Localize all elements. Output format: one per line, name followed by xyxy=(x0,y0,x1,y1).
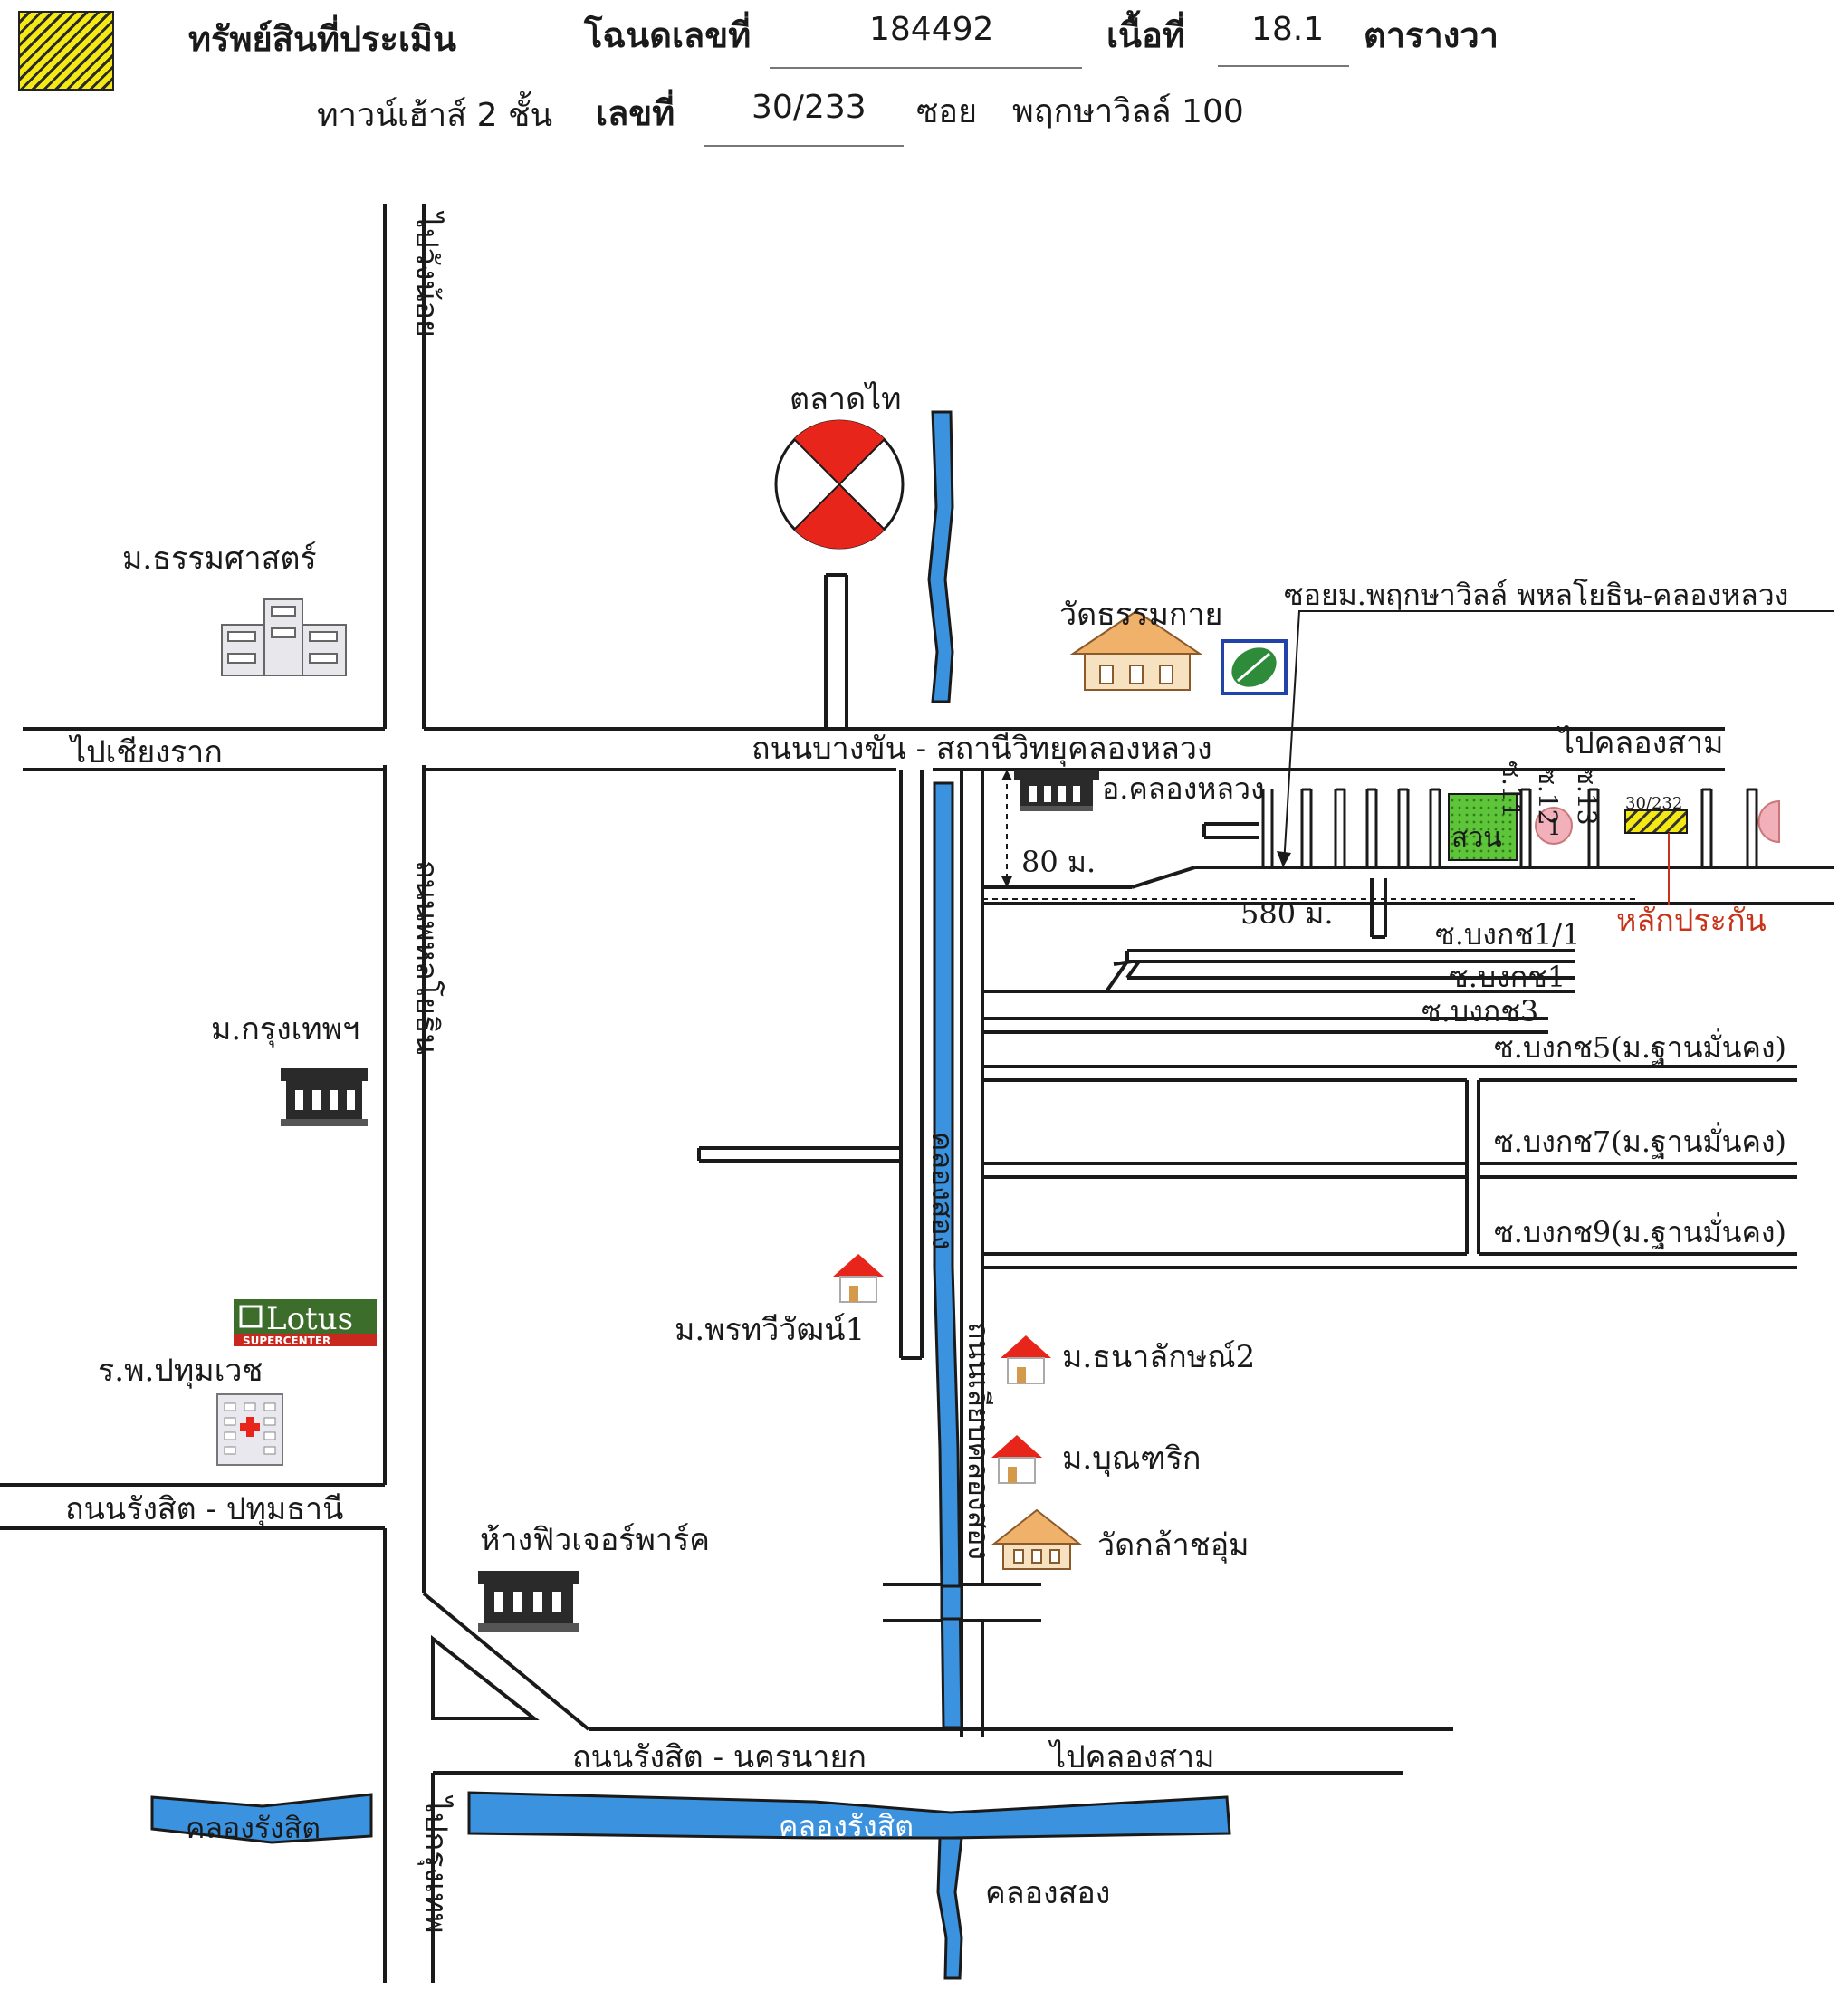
thammasat-label: ม.ธรรมศาสตร์ xyxy=(122,541,317,577)
header-deed-label: โฉนดเลขที่ xyxy=(584,15,752,55)
porntawee-label: ม.พรทวีวัฒน์1 xyxy=(675,1312,865,1348)
header-area-label: เนื้อที่ xyxy=(1106,15,1185,55)
header-deed-number: 184492 xyxy=(869,11,994,48)
hospital-label: ร.พ.ปทุมเวช xyxy=(98,1353,263,1389)
header-property-type: ทาวน์เฮ้าส์ 2 ชั้น xyxy=(317,97,553,134)
thammasat-building-icon xyxy=(221,598,347,676)
park-label: สวน xyxy=(1451,822,1502,854)
boonyarik-label: ม.บุณฑริก xyxy=(1062,1440,1201,1477)
bongkot-7-label: ซ.บงกช7(ม.ฐานมั่นคง) xyxy=(1494,1122,1786,1160)
soi-bongkot-1 xyxy=(1113,960,1133,966)
header-area-value: 18.1 xyxy=(1251,11,1325,48)
to-wang-noi-label: ไปวังน้อย xyxy=(408,210,445,338)
bongkot-5-label: ซ.บงกช5(ม.ฐานมั่นคง) xyxy=(1494,1028,1786,1066)
khlong-song-road-label: ถนนเลียบคลองสอง xyxy=(962,1322,996,1560)
rangsit-nakhonnayok-label: ถนนรังสิต - นครนายก xyxy=(572,1739,867,1775)
district-office-label: อ.คลองหลวง xyxy=(1102,771,1265,806)
header-area-unit: ตารางวา xyxy=(1364,15,1499,55)
phahonyothin-label: ถนนพหลโยธิน xyxy=(408,860,445,1055)
house-number-underline xyxy=(704,145,904,147)
talad-thai-icon xyxy=(774,419,905,550)
header-soi-label: ซอย xyxy=(916,93,978,130)
rangsit-pathum-label: ถนนรังสิต - ปทุมธานี xyxy=(65,1491,343,1527)
to-khlong-sam-bottom-label: ไปคลองสาม xyxy=(1048,1739,1215,1775)
area-value-underline xyxy=(1218,65,1349,67)
boonyarik-house-icon xyxy=(991,1435,1042,1484)
district-office-icon xyxy=(1014,770,1099,811)
khlong-rangsit-left xyxy=(150,1793,373,1844)
pruksa-soi-label: ซอยม.พฤกษาวิลล์ พหลโยธิน-คลองหลวง xyxy=(1284,578,1788,612)
bang-khan-road-label: ถนนบางขัน - สถานีวิทยุคลองหลวง xyxy=(752,731,1212,767)
collateral-label: หลักประกัน xyxy=(1616,903,1767,939)
bangkok-univ-icon xyxy=(281,1068,368,1126)
header-house-number: 30/233 xyxy=(752,89,867,126)
khlong-song-south-label: คลองสอง xyxy=(985,1875,1110,1911)
subject-lot xyxy=(1624,809,1688,834)
pruksa-callout xyxy=(1283,610,1834,866)
khlong-rangsit-main xyxy=(467,1791,1231,1840)
soi-12-label: ซ.12 xyxy=(1533,768,1563,826)
lotus-sub: SUPERCENTER xyxy=(243,1335,330,1347)
subject-lot-label: 30/232 xyxy=(1625,794,1682,813)
lotus-brand: Lotus xyxy=(266,1301,353,1337)
khlong-song-south xyxy=(936,1836,963,1980)
to-khlong-sam-top-label: ไปคลองสาม xyxy=(1556,725,1724,761)
soi-11-label: ซ.11 xyxy=(1497,761,1527,818)
thanalak-house-icon xyxy=(1001,1335,1051,1384)
distance-80: 80 ม. xyxy=(1021,845,1096,879)
khlong-song-canal-north xyxy=(927,410,954,703)
bongkot-3-label: ซ.บงกช3 xyxy=(1422,994,1538,1029)
future-park-icon xyxy=(478,1571,579,1632)
bongkot-1-1-label: ซ.บงกช1/1 xyxy=(1435,917,1580,952)
park-area xyxy=(1448,793,1518,861)
header-soi-name: พฤกษาวิลล์ 100 xyxy=(1012,93,1244,130)
wat-dhammakaya-label: วัดธรรมกาย xyxy=(1059,597,1222,633)
wat-dhammakaya-icon xyxy=(1069,609,1203,691)
khlong-rangsit-main-label: คลองรังสิต xyxy=(779,1809,914,1843)
bongkot-9-label: ซ.บงกช9(ม.ฐานมั่นคง) xyxy=(1494,1212,1786,1250)
bongkot-1-label: ซ.บงกช1 xyxy=(1449,960,1566,994)
bangkok-univ-label: ม.กรุงเทพฯ xyxy=(211,1011,359,1048)
to-chiang-rak-label: ไปเชียงราก xyxy=(68,734,223,770)
legend-swatch xyxy=(18,11,114,91)
hospital-icon xyxy=(216,1393,283,1466)
soi-13-label: ซ.13 xyxy=(1572,768,1602,826)
lotus-logo: Lotus SUPERCENTER xyxy=(234,1299,377,1347)
wat-klachum-icon xyxy=(991,1508,1082,1570)
talad-thai-label: ตลาดไท xyxy=(790,381,902,417)
pruksa-lanes xyxy=(1261,788,1758,867)
future-park-label: ห้างฟิวเจอร์พาร์ค xyxy=(480,1522,710,1558)
khlong-song-canal xyxy=(933,781,963,1729)
khlong-song-canal-label: คลองสอง xyxy=(925,1132,960,1249)
header-number-label: เลขที่ xyxy=(596,93,675,133)
distance-580: 580 ม. xyxy=(1240,896,1334,931)
pink-marker-label: 1 xyxy=(1547,815,1561,840)
pink-marker-edge xyxy=(1757,799,1780,844)
thanalak-label: ม.ธนาลักษณ์2 xyxy=(1062,1339,1255,1375)
to-bangkok-label: ไปกรุงเทพ xyxy=(417,1794,454,1934)
porntawee-house-icon xyxy=(833,1254,884,1303)
deed-number-underline xyxy=(770,67,1082,69)
fuel-station-icon xyxy=(1221,639,1288,695)
khlong-rangsit-left-label: คลองรังสิต xyxy=(186,1811,321,1845)
pink-marker xyxy=(1535,807,1573,845)
header-property-label: ทรัพย์สินที่ประเมิน xyxy=(188,19,456,59)
wat-klachum-label: วัดกล้าชอุ่ม xyxy=(1097,1527,1250,1564)
